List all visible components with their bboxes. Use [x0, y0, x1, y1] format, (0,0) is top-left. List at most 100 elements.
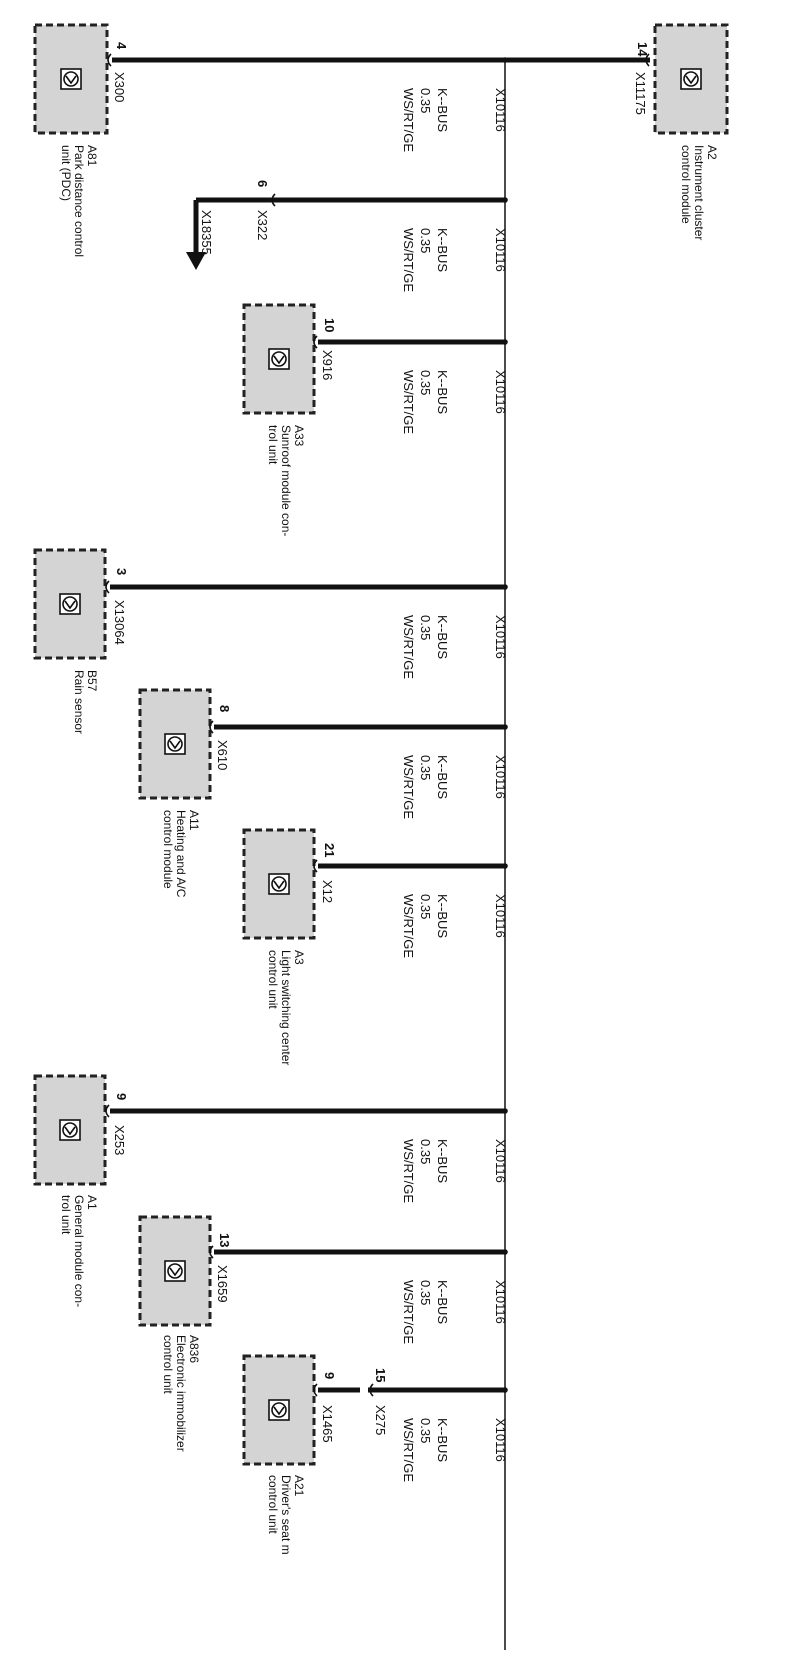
connector-symbol	[209, 1245, 214, 1259]
wire-gauge: 0.35	[418, 228, 433, 253]
module-id: A1	[85, 1195, 99, 1210]
wire-label: K--BUS	[435, 1418, 450, 1462]
connector-label: X1465	[320, 1405, 335, 1443]
pin-number: 3	[114, 568, 129, 575]
splice-label: X10116	[493, 1418, 508, 1462]
module-name-line: control unit	[266, 1475, 280, 1534]
connector-symbol	[209, 720, 214, 734]
splice-label: X10116	[493, 894, 508, 938]
module-symbol-icon	[268, 1399, 290, 1421]
module-id: A11	[187, 810, 201, 831]
pin-number: 10	[322, 318, 337, 332]
connector-label: X12	[320, 880, 335, 903]
connector-symbol	[313, 1383, 318, 1397]
wire-gauge: 0.35	[418, 88, 433, 113]
module-name-line: unit (PDC)	[59, 145, 73, 201]
module-id: A33	[292, 425, 306, 447]
module-id: A21	[292, 1475, 306, 1497]
connector-label: X253	[112, 1125, 127, 1155]
connector-symbol	[313, 859, 318, 873]
wire-label: K--BUS	[435, 228, 450, 272]
pin-number: 15	[373, 1368, 388, 1382]
module-name-line: Rain sensor	[72, 670, 86, 734]
wire-gauge: 0.35	[418, 1418, 433, 1443]
connector-symbol	[645, 53, 650, 67]
connector-symbol	[313, 335, 318, 349]
connector-symbol	[107, 53, 112, 67]
wire-color: WS/RT/GE	[401, 894, 416, 958]
module-name-line: Park distance control	[72, 145, 86, 257]
pin-number: 13	[217, 1233, 232, 1247]
wire-label: K--BUS	[435, 1139, 450, 1183]
module-symbol-icon	[164, 1260, 186, 1282]
connector-symbol	[105, 1104, 110, 1118]
connector-label: X610	[215, 740, 230, 770]
wire-label: K--BUS	[435, 88, 450, 132]
module-id: A3	[292, 950, 306, 965]
connector-label: X1659	[215, 1265, 230, 1303]
module-symbol-icon	[268, 348, 290, 370]
module-symbol-icon	[268, 873, 290, 895]
wire-color: WS/RT/GE	[401, 88, 416, 152]
module-name-line: Electronic immobilizer	[174, 1335, 188, 1452]
module-name-line: General module con-	[72, 1195, 86, 1307]
wire-color: WS/RT/GE	[401, 1280, 416, 1344]
pin-number: 9	[114, 1093, 129, 1100]
connector-label: X300	[112, 72, 127, 102]
wire-label: K--BUS	[435, 615, 450, 659]
splice-label: X10116	[493, 615, 508, 659]
wire-color: WS/RT/GE	[401, 755, 416, 819]
arrow-down-icon	[186, 252, 206, 270]
module-name-line: control module	[161, 810, 175, 889]
pin-number: 9	[322, 1372, 337, 1379]
connector-label: X275	[373, 1405, 388, 1435]
connector-label: X916	[320, 350, 335, 380]
connector-label: X11175	[633, 72, 648, 115]
module-id: A836	[187, 1335, 201, 1363]
module-symbol-icon	[59, 1119, 81, 1141]
splice-label: X10116	[493, 1139, 508, 1183]
wire-gauge: 0.35	[418, 1280, 433, 1305]
wire-color: WS/RT/GE	[401, 1418, 416, 1482]
connector-label: X13064	[112, 600, 127, 645]
module-symbol-icon	[680, 68, 702, 90]
module-name-line: control unit	[266, 950, 280, 1009]
wire-gauge: 0.35	[418, 370, 433, 395]
pin-number: 6	[255, 180, 270, 187]
module-name-line: Light switching center	[279, 950, 293, 1065]
wire-label: K--BUS	[435, 370, 450, 414]
module-symbol-icon	[59, 593, 81, 615]
wire-label: K--BUS	[435, 894, 450, 938]
pin-number: 14	[635, 42, 650, 57]
wire-color: WS/RT/GE	[401, 228, 416, 292]
module-id: A81	[85, 145, 99, 167]
splice-label: X10116	[493, 370, 508, 414]
connector-symbol	[271, 193, 276, 207]
module-name-line: trol unit	[59, 1195, 73, 1235]
wire-label: K--BUS	[435, 755, 450, 799]
wire-color: WS/RT/GE	[401, 615, 416, 679]
